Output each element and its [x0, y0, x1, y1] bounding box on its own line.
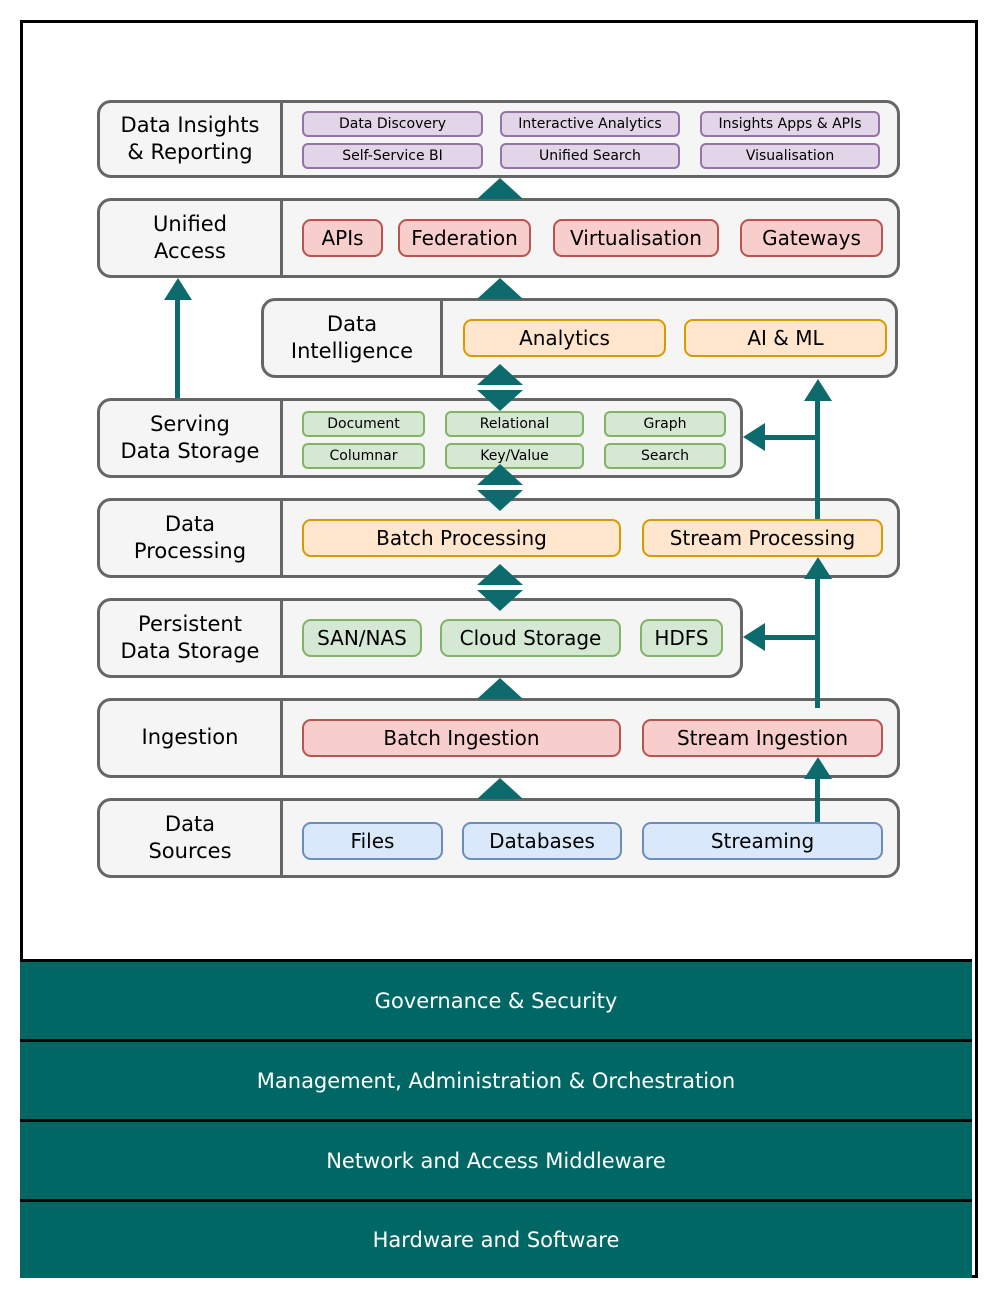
arrow-stream-processing-to-intelligence-head-icon — [804, 379, 832, 401]
layer-label: Serving Data Storage — [120, 411, 260, 463]
chip-batch-processing: Batch Processing — [302, 519, 621, 557]
layer-label-cell: Data Processing — [100, 501, 283, 575]
chip-gateways: Gateways — [740, 219, 883, 257]
layer-data-intelligence: Data Intelligence Analytics AI & ML — [261, 298, 898, 378]
layer-serving-data-storage: Serving Data Storage Document Relational… — [97, 398, 743, 478]
chip-relational: Relational — [445, 411, 584, 437]
foundation-bar-label: Hardware and Software — [372, 1228, 620, 1252]
layer-label: Persistent Data Storage — [120, 611, 260, 663]
layer-label-cell: Data Sources — [100, 801, 283, 875]
layer-label-cell: Data Insights & Reporting — [100, 103, 283, 175]
arrow-serving-to-unified-access-shaft — [175, 298, 180, 398]
layer-label-cell: Unified Access — [100, 201, 283, 275]
arrow-branch-to-serving-head-icon — [743, 423, 765, 451]
chip-cloud-storage: Cloud Storage — [440, 619, 621, 657]
chip-batch-ingestion: Batch Ingestion — [302, 719, 621, 757]
arrow-branch-to-persistent-shaft — [762, 635, 820, 640]
arrow-persistent-to-processing-icon — [477, 564, 523, 585]
chip-analytics: Analytics — [463, 319, 666, 357]
chip-data-discovery: Data Discovery — [302, 111, 483, 137]
arrow-ingestion-to-persistent-icon — [477, 678, 523, 699]
layer-label-cell: Data Intelligence — [264, 301, 443, 375]
chip-files: Files — [302, 822, 443, 860]
chip-columnar: Columnar — [302, 443, 425, 469]
foundation-bar-network-access-middleware: Network and Access Middleware — [20, 1119, 972, 1199]
chip-apis: APIs — [302, 219, 383, 257]
chip-insights-apps-apis: Insights Apps & APIs — [700, 111, 880, 137]
layer-data-insights-reporting: Data Insights & Reporting Data Discovery… — [97, 100, 900, 178]
arrow-unified-access-to-insights-icon — [477, 178, 523, 199]
arrow-streaming-to-stream-ingestion-shaft — [815, 777, 820, 822]
layer-label-cell: Ingestion — [100, 701, 283, 775]
chip-unified-search: Unified Search — [500, 143, 680, 169]
foundation-bar-label: Network and Access Middleware — [326, 1148, 666, 1173]
layer-label: Unified Access — [153, 211, 227, 263]
foundation-bar-label: Management, Administration & Orchestrati… — [256, 1068, 736, 1093]
chip-interactive-analytics: Interactive Analytics — [500, 111, 680, 137]
chip-self-service-bi: Self-Service BI — [302, 143, 483, 169]
chip-search: Search — [604, 443, 726, 469]
layer-unified-access: Unified Access APIs Federation Virtualis… — [97, 198, 900, 278]
layer-label: Data Intelligence — [290, 311, 414, 363]
chip-document: Document — [302, 411, 425, 437]
foundation-bar-management-administration-orchestration: Management, Administration & Orchestrati… — [20, 1039, 972, 1119]
chip-graph: Graph — [604, 411, 726, 437]
arrow-stream-ingestion-to-stream-processing-shaft — [815, 577, 820, 708]
layer-label-cell: Serving Data Storage — [100, 401, 283, 475]
arrow-intelligence-to-serving-icon — [477, 390, 523, 411]
chip-databases: Databases — [462, 822, 622, 860]
arrow-processing-to-serving-icon — [477, 464, 523, 485]
layer-persistent-data-storage: Persistent Data Storage SAN/NAS Cloud St… — [97, 598, 743, 678]
chip-san-nas: SAN/NAS — [302, 619, 422, 657]
chip-streaming: Streaming — [642, 822, 883, 860]
chip-stream-ingestion: Stream Ingestion — [642, 719, 883, 757]
layer-label: Data Insights & Reporting — [120, 112, 260, 164]
chip-federation: Federation — [398, 219, 531, 257]
arrow-streaming-to-stream-ingestion-head-icon — [804, 757, 832, 779]
arrow-serving-to-processing-icon — [477, 490, 523, 511]
chip-stream-processing: Stream Processing — [642, 519, 883, 557]
foundation-bar-hardware-software: Hardware and Software — [20, 1199, 972, 1278]
arrow-stream-ingestion-to-stream-processing-head-icon — [804, 557, 832, 579]
layer-label: Data Sources — [148, 811, 232, 863]
layer-label: Ingestion — [141, 725, 239, 750]
arrow-branch-to-serving-shaft — [762, 435, 820, 440]
arrow-processing-to-persistent-icon — [477, 590, 523, 611]
layer-label: Data Processing — [133, 511, 247, 563]
layer-ingestion: Ingestion Batch Ingestion Stream Ingesti… — [97, 698, 900, 778]
arrow-sources-to-ingestion-icon — [477, 778, 523, 799]
layer-label-cell: Persistent Data Storage — [100, 601, 283, 675]
arrow-serving-to-intelligence-icon — [477, 364, 523, 385]
arrow-serving-to-unified-access-head-icon — [164, 278, 192, 300]
foundation-bar-governance-security: Governance & Security — [20, 959, 972, 1039]
arrow-intelligence-to-unified-access-icon — [477, 278, 523, 299]
foundation-bar-label: Governance & Security — [374, 988, 618, 1013]
chip-ai-ml: AI & ML — [684, 319, 887, 357]
chip-visualisation: Visualisation — [700, 143, 880, 169]
layer-data-sources: Data Sources Files Databases Streaming — [97, 798, 900, 878]
arrow-branch-to-persistent-head-icon — [743, 623, 765, 651]
arrow-stream-processing-to-intelligence-shaft — [815, 399, 820, 519]
chip-virtualisation: Virtualisation — [553, 219, 719, 257]
chip-hdfs: HDFS — [640, 619, 723, 657]
